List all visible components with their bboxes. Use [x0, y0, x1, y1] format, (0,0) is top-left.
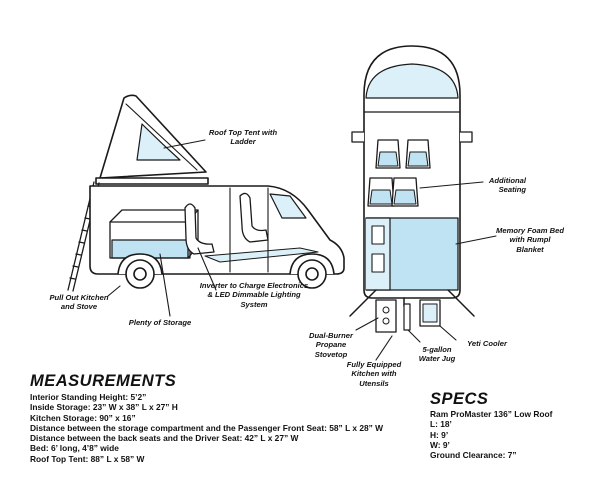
measurements-list: Interior Standing Height: 5’2” Inside St…	[30, 392, 383, 464]
label-memory-foam-bed: Memory Foam Bed with Rumpl Blanket	[496, 226, 564, 254]
measurement-inside-storage: Inside Storage: 23” W x 38” L x 27” H	[30, 402, 178, 413]
spec-ground-clearance: Ground Clearance: 7”	[430, 450, 517, 461]
label-storage: Plenty of Storage	[128, 318, 192, 327]
kitchen-unit	[375, 299, 397, 333]
specs-heading: SPECS	[430, 390, 489, 408]
label-additional-seating: Additional Seating	[488, 176, 526, 195]
measurements-heading: MEASUREMENTS	[30, 372, 177, 390]
water-jug	[403, 303, 411, 331]
label-pull-out-kitchen: Pull Out Kitchen and Stove	[49, 293, 109, 312]
spec-width: W: 9’	[430, 439, 450, 450]
measurement-kitchen-storage: Kitchen Storage: 90” x 16”	[30, 412, 136, 423]
spec-model: Ram ProMaster 136” Low Roof	[430, 409, 553, 419]
label-dual-burner-stovetop: Dual-Burner Propane Stovetop	[309, 331, 353, 359]
measurement-standing-height: Interior Standing Height: 5’2”	[30, 392, 147, 402]
label-yeti-cooler: Yeti Cooler	[467, 339, 507, 348]
label-fully-equipped-kitchen: Fully Equipped Kitchen with Utensils	[346, 360, 402, 388]
spec-length: L: 18’	[430, 419, 452, 430]
measurement-back-seats-to-driver: Distance between the back seats and the …	[30, 433, 299, 444]
measurement-storage-to-passenger-seat: Distance between the storage compartment…	[30, 422, 384, 433]
specs-list: Ram ProMaster 136” Low Roof L: 18’ H: 9’…	[430, 409, 552, 460]
side-view-van	[67, 94, 345, 292]
label-water-jug: 5-gallon Water Jug	[418, 345, 456, 364]
label-inverter: Inverter to Charge Electronics & LED Dim…	[199, 281, 309, 309]
roof-top-tent	[95, 94, 209, 185]
spec-height: H: 9’	[430, 429, 449, 440]
measurement-bed: Bed: 6’ long, 4’8” wide	[30, 443, 119, 454]
top-view-van	[349, 45, 475, 333]
label-roof-top-tent: Roof Top Tent with Ladder	[208, 128, 278, 147]
leader-lines	[107, 139, 497, 361]
measurement-roof-top-tent: Roof Top Tent: 88” L x 58” W	[30, 453, 145, 464]
